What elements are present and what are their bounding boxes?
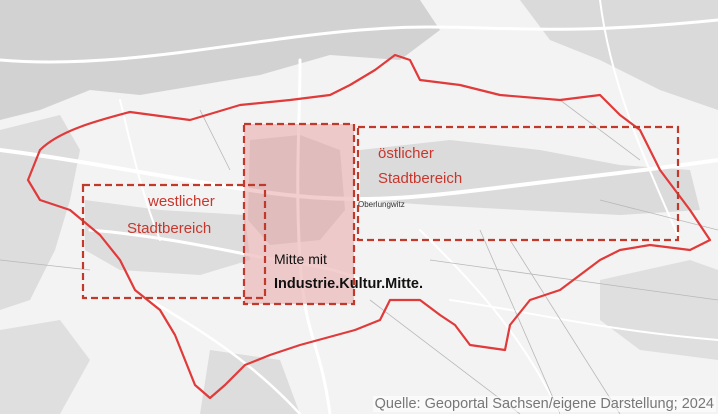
zone-middle-label: Mitte mit — [274, 249, 327, 269]
source-attribution: Quelle: Geoportal Sachsen/eigene Darstel… — [372, 396, 716, 412]
secondary-roads — [0, 99, 718, 414]
city-boundary — [26, 53, 712, 400]
zone-west-label: westlicher — [148, 190, 215, 214]
zone-west-area[interactable] — [81, 183, 267, 300]
zone-middle-area[interactable] — [242, 122, 356, 306]
zone-west-label-line2: Stadtbereich — [127, 220, 212, 237]
zone-east-label-2: Stadtbereich — [378, 167, 462, 191]
zone-east-label-line2: Stadtbereich — [378, 170, 463, 187]
zone-middle-label-2: Industrie.Kultur.Mitte. — [274, 274, 423, 294]
zone-west-label-line1: westlicher — [148, 193, 215, 210]
zone-east-area[interactable] — [356, 125, 680, 242]
zone-west-label-2: Stadtbereich — [127, 217, 211, 241]
zone-east-label-line1: östlicher — [378, 145, 434, 162]
zone-middle-label-line1: Mitte mit — [274, 251, 327, 267]
place-label-oberlungwitz: Oberlungwitz — [358, 200, 405, 209]
zone-middle-label-line2: Industrie.Kultur.Mitte. — [274, 276, 424, 292]
zone-east-label: östlicher — [378, 142, 434, 166]
